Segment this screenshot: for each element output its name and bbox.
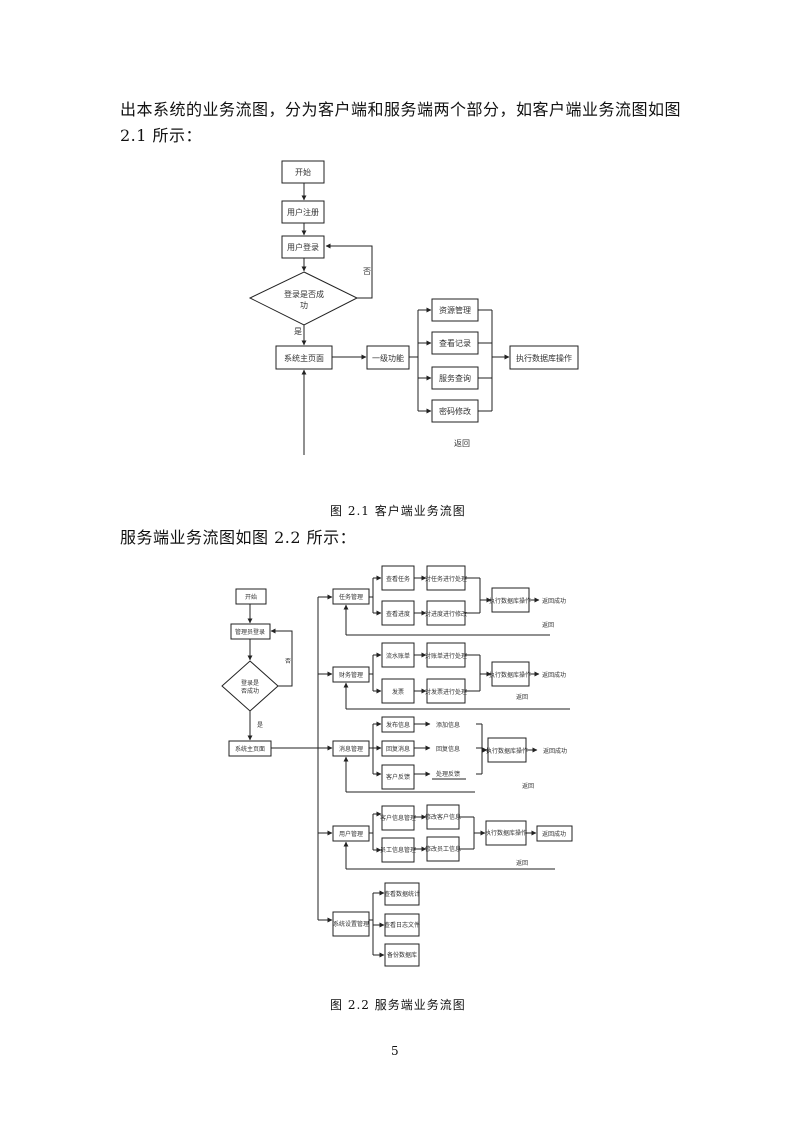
- f2-m4-label-2: 员工信息管理: [380, 846, 416, 854]
- f2-m5-box-3: [384, 943, 420, 967]
- f2-m3-label-7: 执行数据库操作: [486, 747, 528, 755]
- f1-register-label: 用户注册: [287, 207, 319, 217]
- f2-m5-box-2: [384, 913, 420, 937]
- f2-return-2: 返回: [516, 694, 528, 701]
- f1-fail-label: 返回: [454, 439, 470, 448]
- f2-return-4: 返回: [516, 860, 528, 867]
- f2-module-3: 消息管理: [339, 745, 363, 753]
- f2-decision-line1: 登录是: [241, 679, 259, 687]
- f2-yes-label: 是: [257, 722, 263, 729]
- f2-start-label: 开始: [245, 593, 257, 601]
- f2-main-label: 系统主页面: [235, 745, 265, 753]
- f2-m4-box-2: [381, 837, 415, 863]
- f2-m5-label-2: 查看日志文件: [384, 921, 420, 929]
- f1-main-label: 系统主页面: [284, 353, 324, 363]
- f1-item-3: 服务查询: [439, 373, 471, 383]
- f2-m3-label-2: 回复消息: [386, 745, 410, 753]
- f2-module-2: 财务管理: [339, 671, 363, 679]
- f2-m2-label-6: 返回成功: [542, 671, 566, 679]
- f2-m5-label-3: 备份数据库: [387, 951, 417, 959]
- f2-m3-box-3: [381, 764, 415, 790]
- f1-login-label: 用户登录: [287, 242, 319, 252]
- f2-m1-label-6: 返回成功: [542, 597, 566, 605]
- f2-m4-box-6: [536, 825, 573, 842]
- f2-m2-label-1: 流水账单: [386, 652, 410, 660]
- f2-m1-label-4: 对进度进行修改: [425, 610, 467, 618]
- f2-return-3: 返回: [522, 783, 534, 790]
- f1-yes-label: 是: [294, 327, 302, 336]
- figure-2-2: [221, 565, 573, 967]
- figure-2-1: [248, 160, 579, 455]
- f2-m4-label-5: 执行数据库操作: [485, 829, 527, 837]
- f1-login-box: [281, 235, 325, 259]
- f2-module-1: 任务管理: [339, 593, 363, 601]
- f2-m5-box-1: [384, 882, 420, 906]
- f2-decision-line2: 否成功: [241, 687, 259, 695]
- f1-db-box: [509, 345, 579, 370]
- f2-m1-label-3: 对任务进行处理: [425, 575, 467, 583]
- f2-m2-label-2: 发票: [392, 688, 404, 696]
- f1-decision-line1: 登录是否成: [284, 289, 324, 299]
- f1-register-box: [281, 200, 325, 224]
- f2-m1-label-2: 查看进度: [386, 610, 410, 618]
- f2-m2-label-3: 对账单进行处理: [425, 652, 467, 660]
- f1-decision-line2: 功: [300, 300, 308, 310]
- f2-login-label: 管理员登录: [235, 628, 265, 636]
- f2-m1-label-5: 执行数据库操作: [489, 597, 531, 605]
- page-number: 5: [391, 1044, 399, 1058]
- body-text-line-1: 出本系统的业务流图，分为客户端和服务端两个部分，如客户端业务流图如图: [120, 100, 682, 119]
- f1-subs-label: 一级功能: [372, 353, 404, 363]
- body-text-line-3: 服务端业务流图如图 2.2 所示：: [120, 528, 357, 547]
- f2-m4-label-4: 修改员工信息: [425, 845, 461, 853]
- f2-return-1: 返回: [542, 622, 554, 629]
- f2-m3-label-3: 客户反馈: [386, 773, 410, 781]
- f2-module-box-5: [332, 911, 370, 937]
- figure-2-1-caption: 图 2.1 客户端业务流图: [330, 504, 466, 518]
- f1-no-label: 否: [363, 267, 371, 276]
- f2-module-5: 系统设置管理: [333, 920, 369, 928]
- f1-start-label: 开始: [295, 167, 311, 177]
- body-text-line-2: 2.1 所示：: [120, 126, 203, 145]
- f2-m4-label-3: 修改客户信息: [425, 813, 461, 821]
- f2-m1-label-1: 查看任务: [386, 575, 410, 583]
- f2-no-label: 否: [285, 658, 291, 665]
- f2-module-4: 用户管理: [339, 830, 363, 838]
- f2-m2-label-4: 对发票进行处理: [425, 688, 467, 696]
- f1-item-1: 资源管理: [439, 305, 471, 315]
- f2-m5-label-1: 查看数据统计: [384, 890, 420, 898]
- f2-m4-label-1: 客户信息管理: [380, 814, 416, 822]
- f2-m3-label-4: 添加信息: [436, 721, 460, 729]
- f2-m3-label-8: 返回成功: [543, 747, 567, 755]
- f2-m3-label-1: 发布信息: [386, 721, 410, 729]
- f1-start-box: [281, 160, 325, 184]
- f2-start-box: [235, 588, 267, 605]
- f2-m3-label-6: 处理反馈: [436, 770, 460, 778]
- f1-item-4: 密码修改: [439, 406, 471, 416]
- f2-m4-label-6: 返回成功: [542, 830, 566, 838]
- f1-db-label: 执行数据库操作: [516, 353, 572, 363]
- f2-m2-label-5: 执行数据库操作: [489, 671, 531, 679]
- f2-m4-box-1: [381, 805, 415, 831]
- f1-item-2: 查看记录: [439, 338, 471, 348]
- figure-2-2-caption: 图 2.2 服务端业务流图: [330, 998, 466, 1012]
- f2-m3-label-5: 回复信息: [436, 745, 460, 753]
